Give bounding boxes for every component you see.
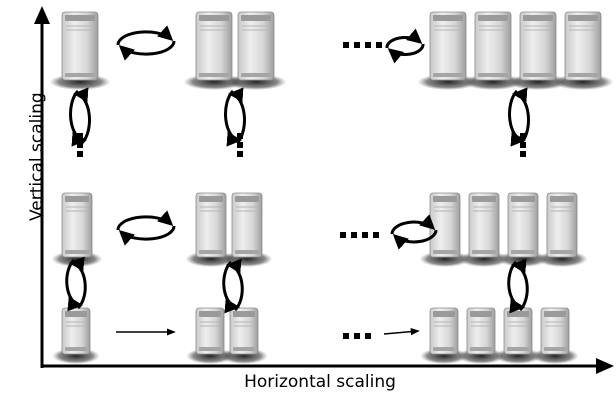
x-axis-arrowhead bbox=[596, 358, 614, 374]
server-tower-icon bbox=[49, 11, 111, 90]
server-tower-icon bbox=[457, 307, 505, 364]
ellipsis-icon bbox=[340, 232, 379, 238]
server-tower-icon bbox=[186, 307, 234, 364]
cycle-arrows-icon bbox=[390, 214, 438, 250]
y-axis-arrowhead bbox=[34, 6, 50, 24]
axes bbox=[34, 6, 614, 374]
cycle-arrows-icon bbox=[222, 258, 244, 314]
ellipsis-icon bbox=[520, 133, 526, 157]
server-tower-icon bbox=[458, 192, 510, 267]
cycle-arrows-icon bbox=[385, 28, 425, 64]
server-tower-icon bbox=[419, 192, 471, 267]
y-axis-label: Vertical scaling bbox=[27, 92, 47, 221]
cycle-arrows-icon bbox=[65, 256, 87, 312]
server-tower-icon bbox=[531, 307, 579, 364]
ellipsis-icon bbox=[77, 133, 83, 157]
server-tower-icon bbox=[225, 11, 287, 90]
cycle-arrows-icon bbox=[116, 210, 176, 246]
server-grid bbox=[49, 11, 614, 364]
server-tower-icon bbox=[536, 192, 588, 267]
server-tower-icon bbox=[52, 307, 100, 364]
server-tower-icon bbox=[51, 192, 103, 267]
ellipsis-icon bbox=[343, 333, 371, 339]
server-tower-icon bbox=[417, 11, 479, 90]
transition-connectors bbox=[65, 25, 530, 339]
ellipsis-icon bbox=[237, 133, 243, 157]
server-tower-icon bbox=[552, 11, 614, 90]
cycle-arrows-icon bbox=[507, 258, 529, 314]
server-tower-icon bbox=[420, 307, 468, 364]
server-tower-icon bbox=[221, 192, 273, 267]
server-tower-icon bbox=[220, 307, 268, 364]
server-tower-icon bbox=[507, 11, 569, 90]
server-tower-icon bbox=[185, 192, 237, 267]
server-tower-icon bbox=[183, 11, 245, 90]
cycle-arrows-icon bbox=[116, 25, 176, 61]
x-axis-label: Horizontal scaling bbox=[244, 372, 396, 392]
ellipsis-icon bbox=[343, 42, 382, 48]
right-arrow-icon bbox=[383, 328, 420, 336]
server-tower-icon bbox=[462, 11, 524, 90]
server-tower-icon bbox=[497, 192, 549, 267]
